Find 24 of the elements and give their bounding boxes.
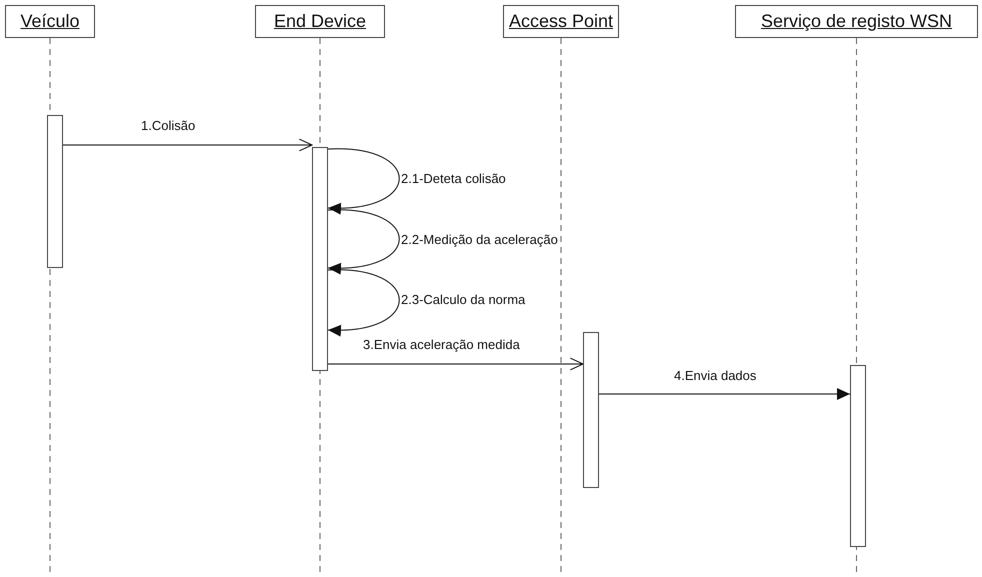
lifeline-head-box	[5, 5, 95, 38]
message-arrow	[598, 388, 850, 400]
lifeline-head-box	[503, 5, 619, 38]
participant-name: Serviço de registo WSN	[760, 11, 952, 32]
participant-name: End Device	[274, 11, 366, 32]
message-label: 2.1-Deteta colisão	[400, 171, 507, 186]
message-label: 4.Envia dados	[673, 368, 758, 383]
lifeline-head-box	[255, 5, 385, 38]
message-label: 2.3-Calculo da norma	[400, 292, 526, 307]
message-arrow	[328, 358, 584, 370]
self-message-arrow	[328, 210, 400, 274]
participant-name: Veículo	[20, 11, 80, 32]
activation-bar	[583, 332, 599, 488]
self-message-arrow	[328, 148, 400, 214]
message-label: 3.Envia aceleração medida	[362, 337, 521, 352]
message-arrow	[62, 138, 312, 152]
activation-bar	[850, 365, 866, 547]
self-message-arrow	[328, 270, 400, 336]
message-label: 2.2-Medição da aceleração	[400, 232, 559, 247]
lifeline-head-box	[735, 5, 978, 38]
message-label: 1.Colisão	[140, 118, 196, 133]
activation-bar	[312, 147, 328, 371]
participant-name: Access Point	[508, 11, 614, 32]
activation-bar	[47, 115, 63, 268]
